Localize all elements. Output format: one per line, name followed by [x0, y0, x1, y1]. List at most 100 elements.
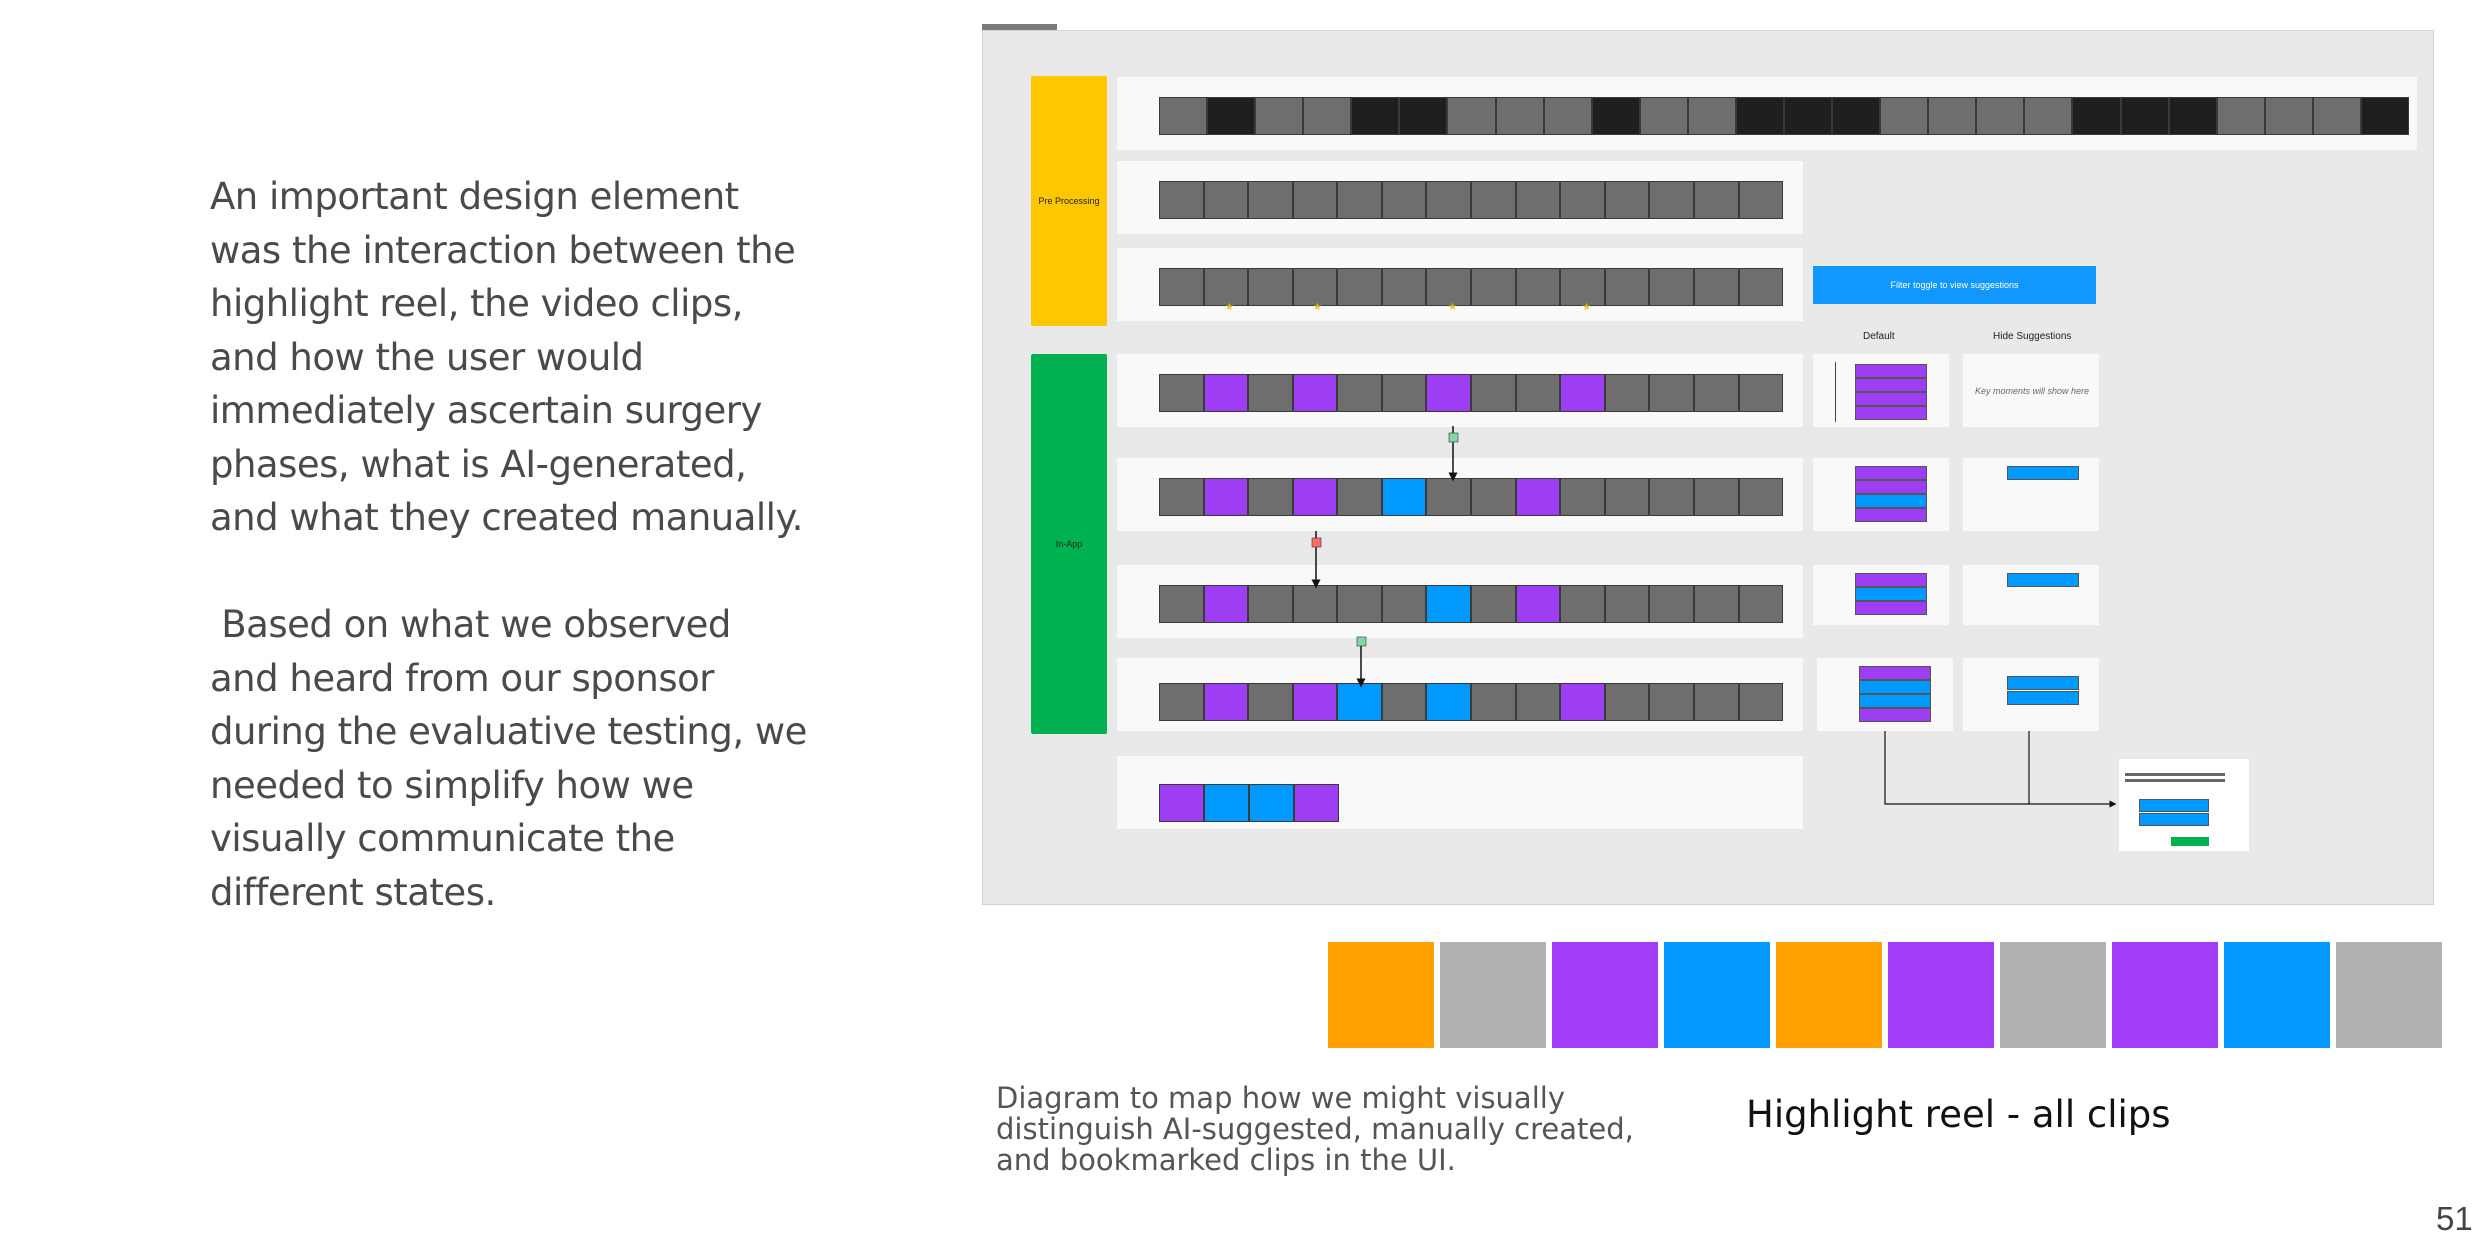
ai-suggested-clip [1292, 478, 1338, 516]
ai-suggested-clip [1292, 683, 1338, 721]
ai-suggested-clip [1515, 585, 1561, 623]
video-clip [1649, 478, 1694, 516]
video-clip [1203, 268, 1249, 306]
panel-in-app-state-1 [1117, 354, 1803, 427]
ai-suggested-clip [1855, 573, 1927, 587]
video-clip [1337, 181, 1382, 219]
video-clip [1159, 683, 1204, 721]
panel-hide-3 [1963, 565, 2099, 625]
video-clip [1337, 478, 1382, 516]
ai-suggested-clip [1859, 666, 1931, 680]
confirm-button[interactable] [2171, 837, 2209, 846]
highlight-reel-clip[interactable] [1440, 942, 1546, 1048]
video-clip [2072, 97, 2121, 135]
video-clip [1784, 97, 1833, 135]
video-clip [1738, 374, 1784, 412]
panel-phase-segmentation [1117, 161, 1803, 234]
canvas-frame-tag [982, 24, 1057, 30]
manual-clip [2139, 799, 2209, 812]
clip-strip-state-3 [1159, 585, 1784, 623]
highlight-reel-clip[interactable] [2112, 942, 2218, 1048]
video-clip [1159, 585, 1204, 623]
video-clip [1292, 181, 1338, 219]
video-clip [1248, 683, 1293, 721]
highlight-reel-clip[interactable] [1552, 942, 1658, 1048]
manual-clip [1381, 478, 1427, 516]
confirm-dialog [2119, 759, 2249, 851]
ai-suggested-clip [1203, 478, 1249, 516]
highlight-reel-clip[interactable] [1328, 942, 1434, 1048]
video-clip [1159, 478, 1204, 516]
video-clip [1447, 97, 1496, 135]
highlight-reel-clip[interactable] [1776, 942, 1882, 1048]
video-clip [2264, 97, 2313, 135]
key-moments-note: Key moments will show here [1975, 386, 2090, 396]
panel-default-1 [1813, 354, 1949, 427]
ai-suggested-clip [1560, 683, 1605, 721]
ai-suggested-clip [1855, 364, 1927, 378]
ai-suggested-clip [1294, 784, 1339, 822]
panel-raw-video [1117, 77, 2417, 150]
video-clip [1738, 268, 1784, 306]
star-icon: ★ [1448, 302, 1457, 313]
video-clip [1604, 683, 1650, 721]
body-text-paragraph-2: Based on what we observed and heard from… [210, 603, 807, 914]
ai-suggested-clip [1855, 601, 1927, 615]
diagram-canvas: Pre Processing In-App ★ ★ ★ ★ Filter tog… [982, 30, 2434, 905]
manual-clip [1426, 683, 1472, 721]
clip-strip-highlight-reel [1159, 784, 1339, 822]
clip-strip-ai-bookmarks [1159, 268, 1784, 306]
video-clip [1693, 478, 1739, 516]
video-clip [1292, 268, 1338, 306]
video-clip [1471, 181, 1516, 219]
clip-strip-segmented [1159, 181, 1784, 219]
highlight-reel-clip[interactable] [2336, 942, 2442, 1048]
highlight-reel-clip[interactable] [2000, 942, 2106, 1048]
manual-clip [2007, 466, 2079, 480]
video-clip [2360, 97, 2410, 135]
video-clip [1337, 374, 1382, 412]
manual-clip [1249, 784, 1294, 822]
video-clip [1649, 181, 1694, 219]
video-clip [2120, 97, 2169, 135]
ai-suggested-clip [1203, 585, 1249, 623]
video-clip [1515, 268, 1561, 306]
video-clip [1604, 374, 1650, 412]
video-clip [1604, 585, 1650, 623]
video-clip [1735, 97, 1785, 135]
video-clip [1639, 97, 1688, 135]
video-clip [1649, 585, 1694, 623]
highlight-reel-clip[interactable] [1888, 942, 1994, 1048]
video-clip [1248, 181, 1293, 219]
video-clip [1303, 97, 1352, 135]
video-clip [1832, 97, 1881, 135]
video-clip [1207, 97, 1256, 135]
connector-lines [1311, 426, 2117, 808]
manual-clip [1337, 683, 1382, 721]
video-clip [1471, 683, 1516, 721]
video-clip [1515, 683, 1561, 721]
video-clip [2216, 97, 2265, 135]
manual-clip [2007, 676, 2079, 690]
video-clip [1543, 97, 1592, 135]
ai-suggested-clip [1855, 466, 1927, 480]
highlight-reel-clip[interactable] [1664, 942, 1770, 1048]
panel-default-3 [1813, 565, 1949, 625]
clip-strip-state-1 [1159, 374, 1784, 412]
video-clip [1693, 585, 1739, 623]
phase-in-app: In-App [1031, 354, 1107, 734]
filter-toggle-button[interactable]: Filter toggle to view suggestions [1813, 266, 2096, 304]
video-clip [1693, 181, 1739, 219]
video-clip [1381, 181, 1427, 219]
video-clip [1649, 268, 1694, 306]
video-clip [1515, 181, 1561, 219]
video-clip [1426, 268, 1472, 306]
panel-default-2 [1813, 458, 1949, 531]
video-clip [1560, 268, 1605, 306]
video-clip [2024, 97, 2073, 135]
video-clip [1381, 585, 1427, 623]
video-clip [1351, 97, 1400, 135]
highlight-reel-clip[interactable] [2224, 942, 2330, 1048]
panel-ai-suggestions: ★ ★ ★ ★ [1117, 248, 1803, 321]
filter-toggle-label: Filter toggle to view suggestions [1890, 280, 2019, 290]
